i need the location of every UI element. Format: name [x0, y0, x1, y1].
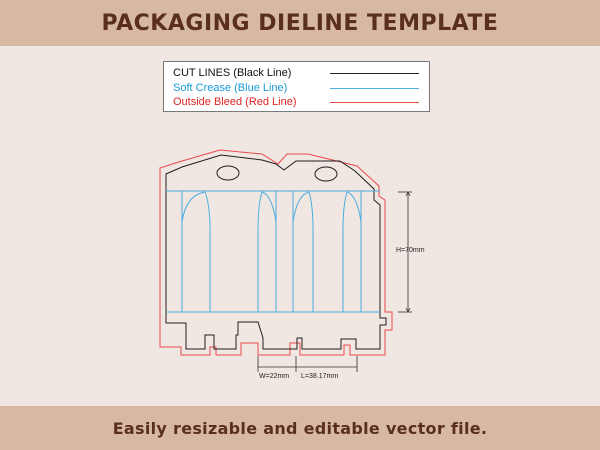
width-length-dimension [257, 356, 358, 372]
line-legend: CUT LINES (Black Line) Soft Crease (Blue… [163, 61, 430, 112]
footer-band: Easily resizable and editable vector fil… [0, 406, 600, 450]
height-dimension-label: H=70mm [396, 247, 425, 254]
legend-label-cut-lines: CUT LINES (Black Line) [173, 67, 292, 79]
header-band: PACKAGING DIELINE TEMPLATE [0, 0, 600, 46]
footer-caption: Easily resizable and editable vector fil… [112, 418, 488, 438]
cut-lines [165, 154, 387, 350]
width-dimension-label: W=22mm [259, 373, 289, 380]
legend-label-soft-crease: Soft Crease (Blue Line) [173, 82, 288, 94]
length-dimension-label: L=38.17mm [301, 373, 338, 380]
legend-item-cut-lines: CUT LINES (Black Line) [164, 66, 429, 80]
legend-item-soft-crease: Soft Crease (Blue Line) [164, 81, 429, 95]
page-title: PACKAGING DIELINE TEMPLATE [101, 10, 499, 36]
legend-label-outside-bleed: Outside Bleed (Red Line) [173, 96, 297, 108]
legend-item-outside-bleed: Outside Bleed (Red Line) [164, 95, 429, 109]
height-dimension [398, 191, 412, 313]
legend-swatch-cut-lines [330, 73, 419, 74]
bleed-outline [159, 149, 393, 356]
legend-swatch-soft-crease [330, 88, 419, 89]
soft-crease-lines [166, 190, 380, 313]
legend-swatch-outside-bleed [330, 102, 419, 103]
